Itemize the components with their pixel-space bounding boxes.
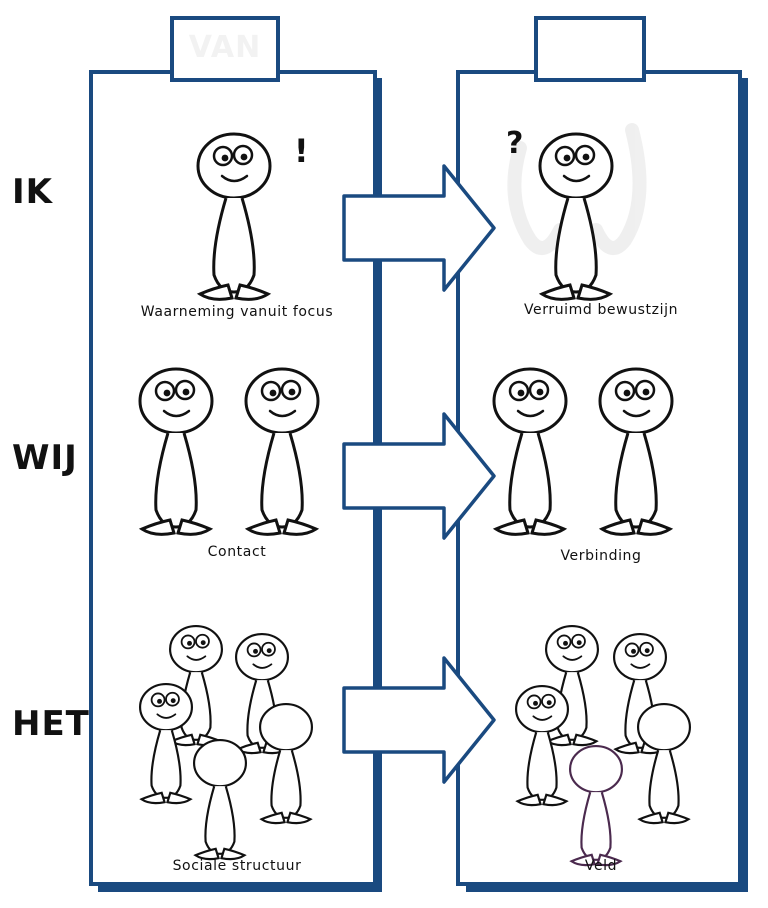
row-label-ik: IK bbox=[12, 172, 53, 212]
caption-wij-to: Verbinding bbox=[560, 548, 642, 564]
row-label-het: HET bbox=[12, 704, 90, 744]
exclamation-mark: ! bbox=[294, 132, 309, 170]
ghost-figure bbox=[507, 123, 647, 255]
caption-ik-from: Waarneming vanuit focus bbox=[140, 304, 334, 320]
caption-wij-from: Contact bbox=[207, 544, 267, 560]
from-tab-label: VAN bbox=[188, 30, 262, 65]
caption-het-from: Sociale structuur bbox=[172, 858, 302, 874]
caption-ik-to: Verruimd bewustzijn bbox=[523, 302, 679, 318]
question-mark: ? bbox=[506, 126, 524, 161]
to-tab bbox=[534, 16, 646, 82]
from-tab bbox=[170, 16, 280, 82]
row-label-wij: WIJ bbox=[12, 438, 78, 478]
caption-het-to: Veld bbox=[584, 858, 618, 874]
